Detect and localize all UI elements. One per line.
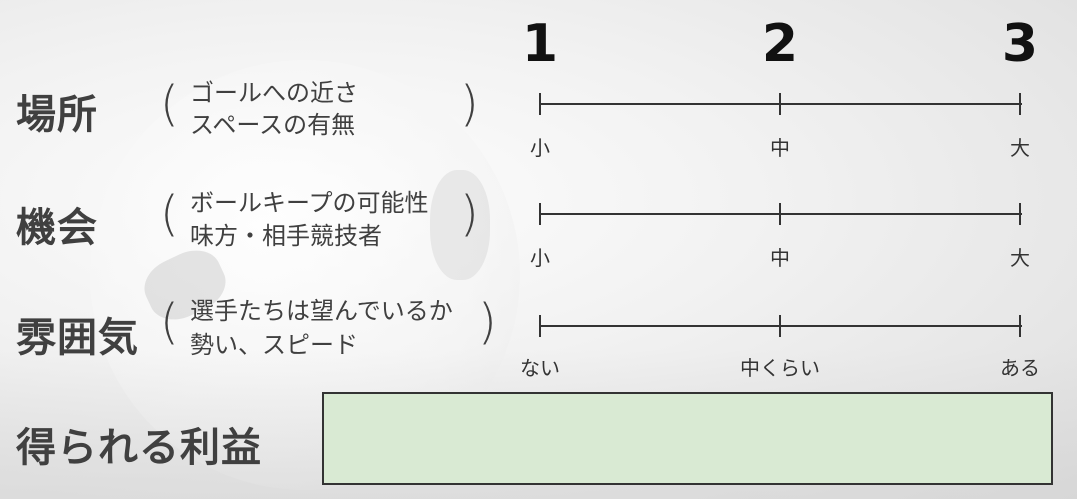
- scale-label-mid: 中くらい: [740, 356, 820, 380]
- scale-tick-3: [1019, 315, 1021, 337]
- scale-label-high: 大: [1010, 246, 1030, 270]
- close-paren: ): [478, 294, 497, 350]
- open-paren: (: [160, 76, 179, 132]
- result-input-box[interactable]: [322, 392, 1053, 485]
- row-desc-line2: 味方・相手競技者: [190, 222, 382, 250]
- scale-label-low: 小: [530, 246, 550, 270]
- close-paren: ): [460, 186, 479, 242]
- scale-label-low: 小: [530, 136, 550, 160]
- scale-tick-1: [539, 203, 541, 225]
- close-paren: ): [460, 76, 479, 132]
- scale-number-2: 2: [761, 14, 799, 74]
- scale-label-mid: 中: [770, 246, 790, 270]
- scale-tick-3: [1019, 203, 1021, 225]
- row-desc-line2: スペースの有無: [190, 111, 356, 139]
- row-label-atmosphere: 雰囲気: [16, 315, 139, 361]
- scale-label-high: ある: [1000, 356, 1040, 380]
- scale-number-3: 3: [1001, 14, 1039, 74]
- row-label-opportunity: 機会: [16, 205, 98, 251]
- row-label-place: 場所: [16, 92, 98, 138]
- open-paren: (: [160, 294, 179, 350]
- scale-tick-2: [779, 93, 781, 115]
- scale-tick-1: [539, 315, 541, 337]
- ball-patch-decoration: [430, 170, 490, 280]
- scale-label-mid: 中: [770, 136, 790, 160]
- open-paren: (: [160, 186, 179, 242]
- row-desc-line1: ゴールへの近さ: [190, 79, 358, 107]
- scale-label-high: 大: [1010, 136, 1030, 160]
- result-label: 得られる利益: [16, 425, 262, 471]
- scale-tick-2: [779, 203, 781, 225]
- row-desc-line2: 勢い、スピード: [190, 331, 358, 359]
- scale-tick-2: [779, 315, 781, 337]
- scale-line: [540, 103, 1022, 105]
- scale-tick-1: [539, 93, 541, 115]
- scale-line: [540, 325, 1022, 327]
- scale-number-1: 1: [521, 14, 559, 74]
- scale-label-low: ない: [520, 356, 560, 380]
- scale-line: [540, 213, 1022, 215]
- row-desc-line1: 選手たちは望んでいるか: [190, 297, 453, 325]
- scale-tick-3: [1019, 93, 1021, 115]
- row-desc-line1: ボールキープの可能性: [190, 189, 429, 217]
